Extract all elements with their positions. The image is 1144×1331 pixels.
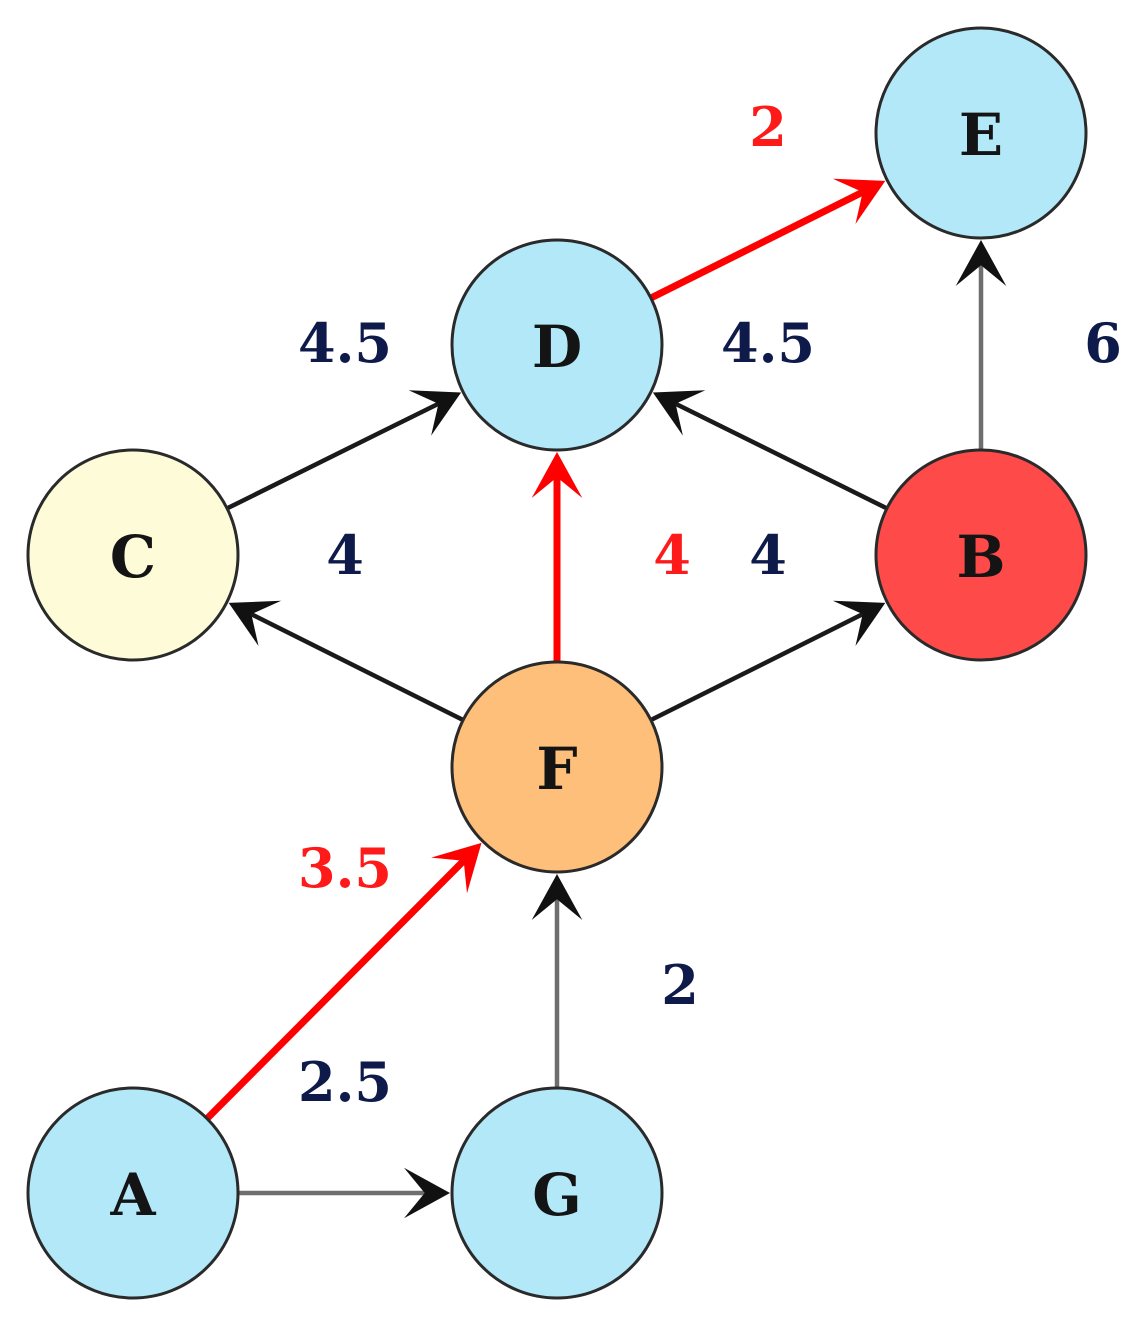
edge-weight-G-F: 2	[661, 953, 699, 1017]
arrowhead-C-D	[408, 390, 462, 436]
arrowhead-G-F	[531, 874, 583, 920]
edge-A-F	[204, 842, 482, 1122]
node-circle-G	[450, 1086, 664, 1300]
node-G: G	[450, 1086, 664, 1300]
edge-G-F	[531, 874, 583, 1088]
arrowhead-F-D	[531, 452, 583, 498]
arrowhead-B-E	[955, 240, 1007, 286]
edge-C-D	[226, 390, 462, 511]
edge-weight-B-D: 4.5	[721, 311, 815, 375]
node-label-F: F	[536, 735, 577, 803]
node-label-G: G	[532, 1161, 582, 1229]
edge-line-D-E	[649, 189, 865, 302]
node-label-D: D	[532, 313, 582, 381]
edge-A-G	[238, 1167, 450, 1219]
node-A: A	[26, 1086, 240, 1300]
edge-line-A-F	[204, 858, 467, 1122]
edge-weight-D-E: 2	[749, 95, 787, 159]
edge-weight-C-D: 4.5	[298, 311, 392, 375]
node-circle-D	[450, 238, 664, 452]
edge-F-B	[649, 600, 886, 723]
arrowhead-A-F	[431, 842, 482, 894]
nodes-layer: A G F C B D E	[26, 26, 1088, 1300]
node-B: B	[874, 448, 1088, 662]
node-E: E	[874, 26, 1088, 240]
node-label-C: C	[110, 523, 156, 591]
edge-line-F-C	[250, 612, 465, 723]
node-circle-A	[26, 1086, 240, 1300]
arrowhead-F-B	[832, 600, 886, 647]
edge-F-C	[228, 600, 465, 723]
node-circle-B	[874, 448, 1088, 662]
edge-weight-F-C: 4	[326, 523, 364, 587]
edge-weight-A-F: 3.5	[298, 836, 392, 900]
edge-F-D	[531, 452, 583, 662]
node-label-A: A	[109, 1161, 156, 1229]
node-label-E: E	[959, 101, 1003, 169]
arrowhead-F-C	[228, 600, 282, 647]
node-D: D	[450, 238, 664, 452]
arrowhead-B-D	[652, 390, 706, 436]
edge-weight-F-B: 4	[749, 523, 787, 587]
edge-weight-B-E: 6	[1084, 311, 1122, 375]
node-F: F	[450, 660, 664, 874]
node-circle-C	[26, 448, 240, 662]
arrowhead-A-G	[404, 1167, 450, 1219]
edge-line-C-D	[226, 401, 440, 511]
edge-weight-A-G: 2.5	[298, 1050, 392, 1114]
node-label-B: B	[956, 523, 1005, 591]
edges-layer	[204, 178, 1007, 1219]
edge-line-B-D	[674, 401, 888, 511]
edge-weight-F-D: 4	[653, 523, 691, 587]
edge-line-F-B	[649, 612, 864, 723]
node-circle-E	[874, 26, 1088, 240]
node-C: C	[26, 448, 240, 662]
node-circle-F	[450, 660, 664, 874]
edge-D-E	[649, 178, 886, 302]
edge-B-E	[955, 240, 1007, 450]
edge-B-D	[652, 390, 888, 511]
arrowhead-D-E	[832, 178, 886, 225]
